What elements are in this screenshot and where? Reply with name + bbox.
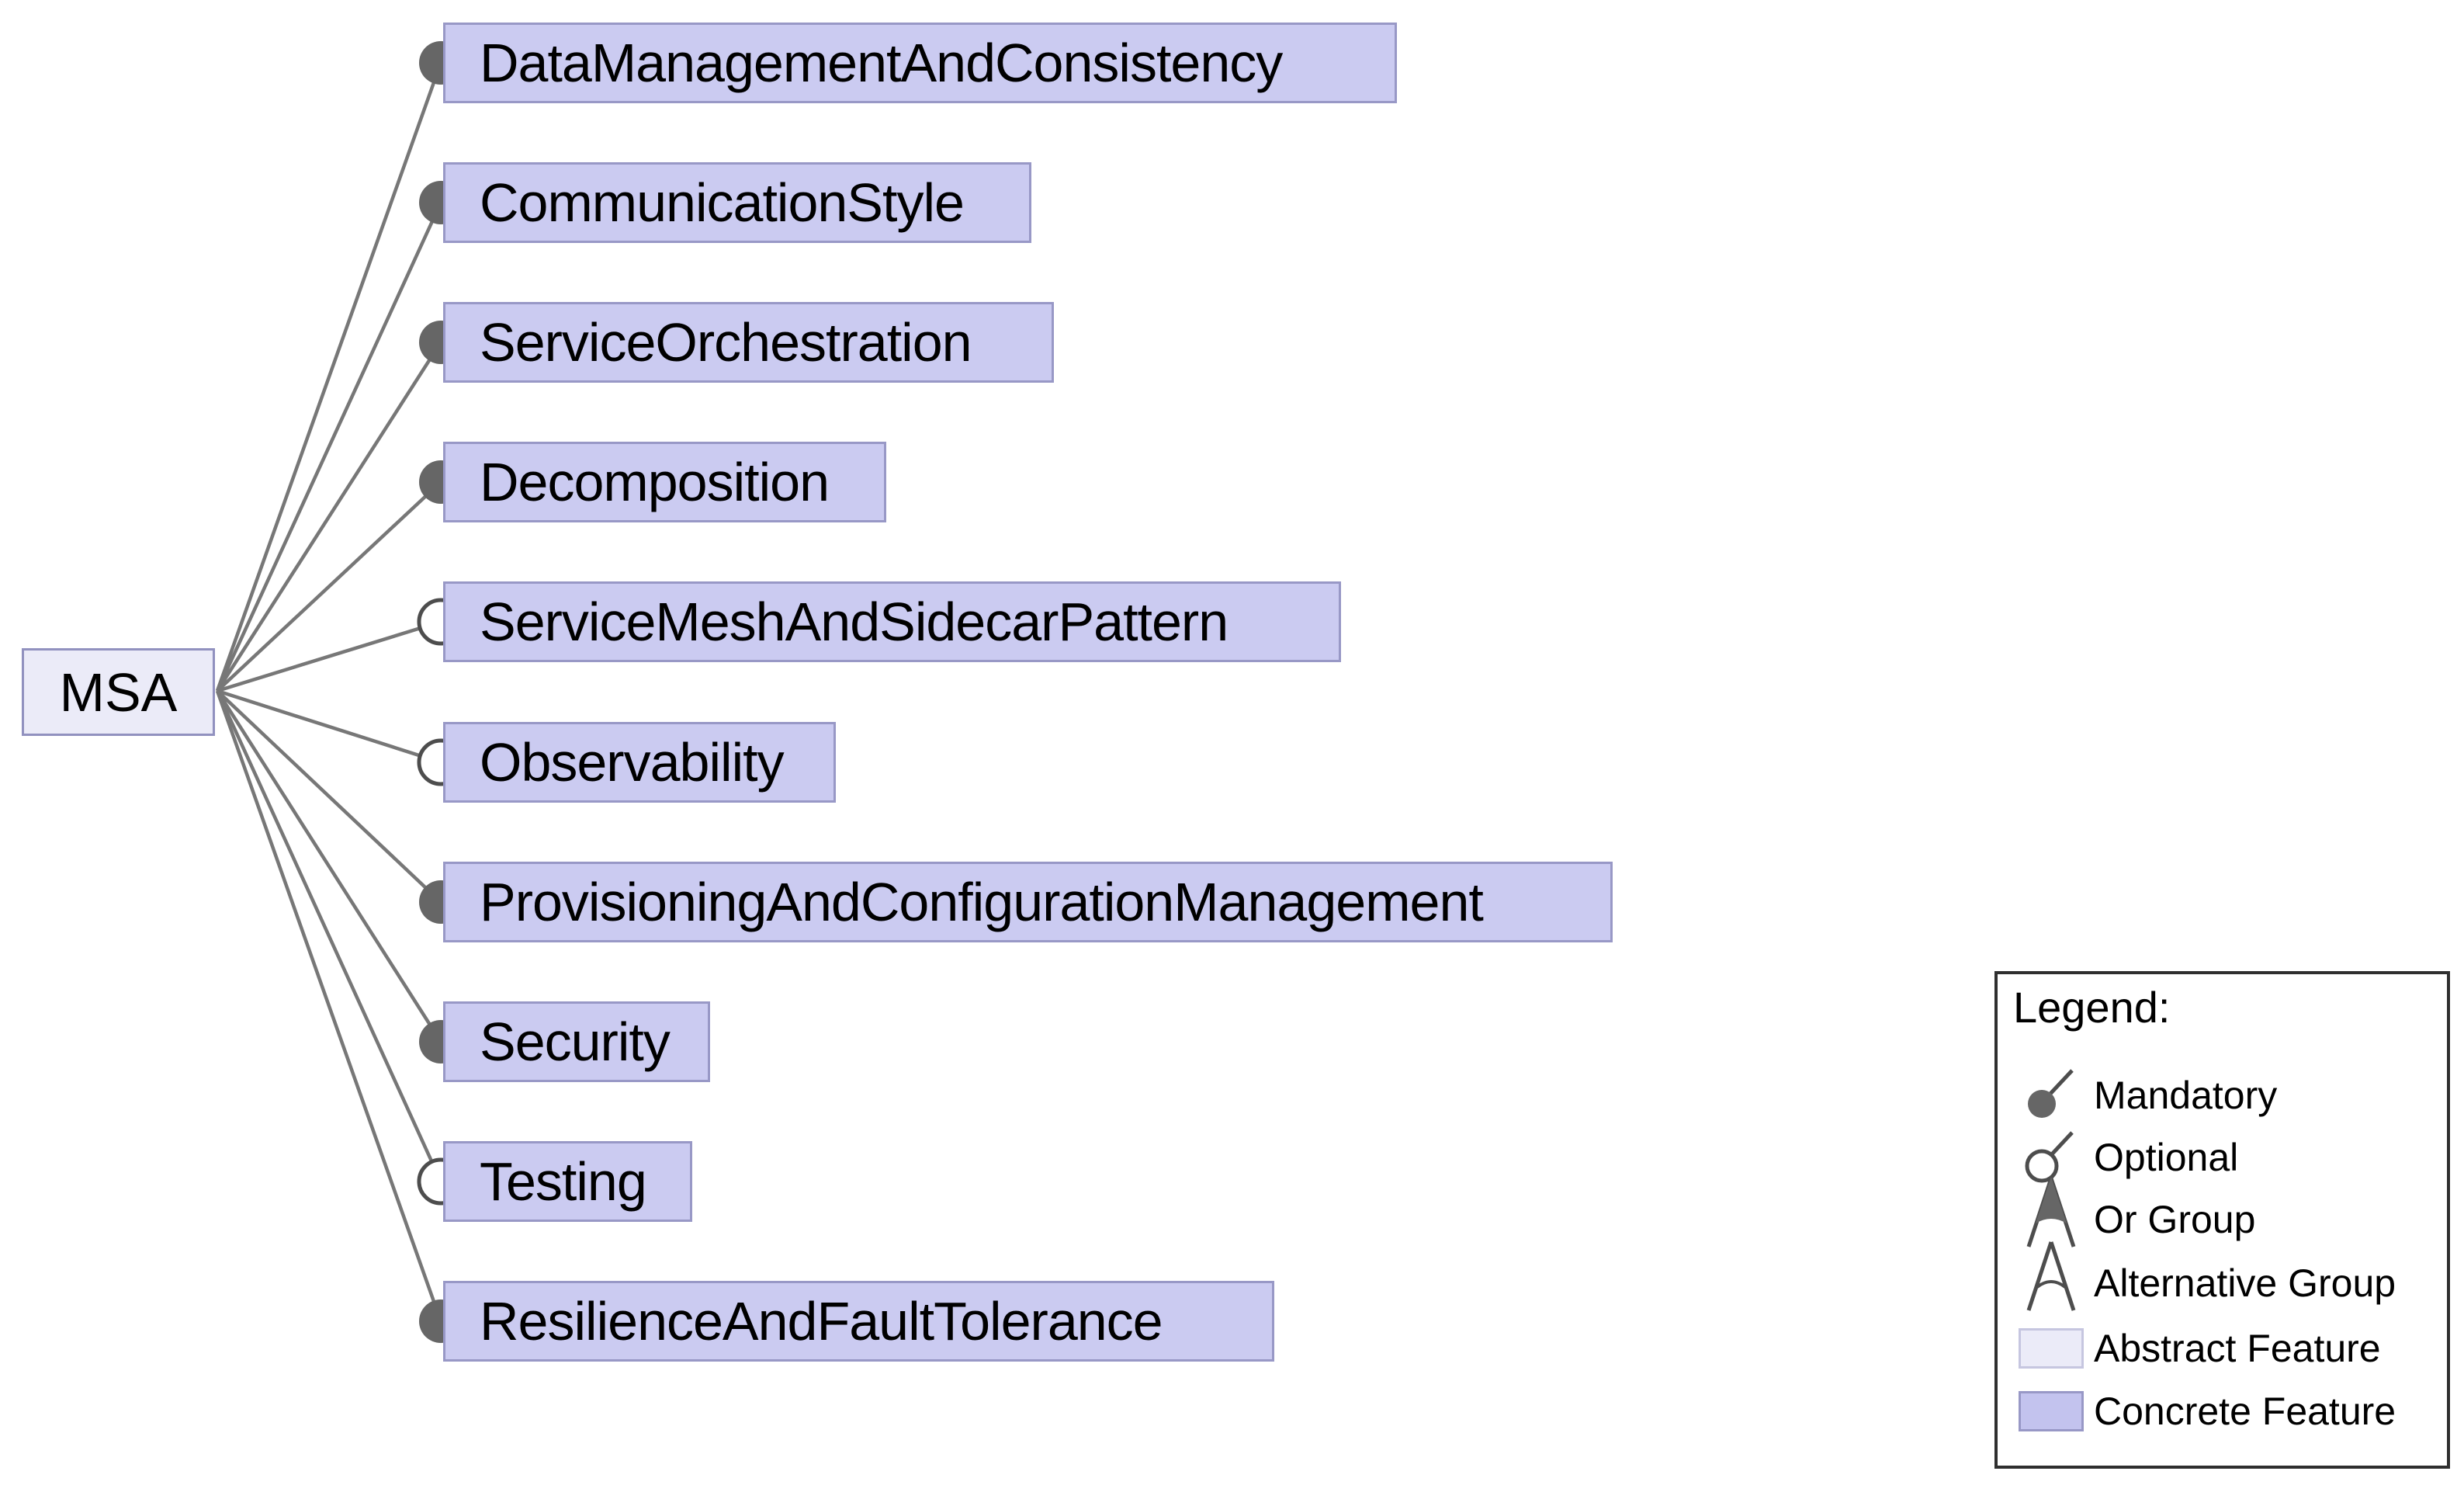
legend-item-label: Abstract Feature bbox=[2094, 1327, 2381, 1370]
concrete-feature-swatch bbox=[2008, 1391, 2094, 1431]
feature-node[interactable]: Observability bbox=[443, 722, 836, 803]
connector-line bbox=[216, 689, 442, 904]
legend-item-label: Or Group bbox=[2094, 1198, 2256, 1241]
legend-item: Concrete Feature bbox=[2008, 1380, 2396, 1442]
connector-line bbox=[217, 689, 442, 765]
feature-node[interactable]: Decomposition bbox=[443, 442, 886, 522]
legend-item: Alternative Group bbox=[2008, 1241, 2396, 1317]
feature-node[interactable]: Security bbox=[443, 1001, 710, 1082]
feature-node[interactable]: CommunicationStyle bbox=[443, 162, 1031, 243]
legend-item: Abstract Feature bbox=[2008, 1317, 2381, 1379]
connector-line bbox=[215, 202, 443, 692]
feature-node[interactable]: ProvisioningAndConfigurationManagement bbox=[443, 862, 1613, 942]
legend-item-label: Concrete Feature bbox=[2094, 1390, 2396, 1433]
optional-icon bbox=[2008, 1126, 2094, 1188]
feature-node[interactable]: DataManagementAndConsistency bbox=[443, 23, 1397, 103]
feature-node-root[interactable]: MSA bbox=[22, 648, 215, 736]
or-group-icon bbox=[2008, 1177, 2094, 1253]
legend-item-label: Alternative Group bbox=[2094, 1261, 2396, 1305]
feature-node[interactable]: Testing bbox=[443, 1141, 692, 1222]
legend-item-label: Optional bbox=[2094, 1136, 2239, 1179]
legend-item-label: Mandatory bbox=[2094, 1074, 2278, 1117]
legend-item: Or Group bbox=[2008, 1177, 2256, 1253]
connector-line bbox=[216, 481, 442, 692]
alternative-group-icon bbox=[2008, 1241, 2094, 1317]
mandatory-icon bbox=[2008, 1064, 2094, 1126]
legend-item: Optional bbox=[2008, 1126, 2238, 1188]
connector-line bbox=[216, 341, 442, 692]
connector-line bbox=[217, 619, 442, 693]
connector-line bbox=[215, 690, 443, 1182]
feature-node[interactable]: ResilienceAndFaultTolerance bbox=[443, 1281, 1274, 1362]
abstract-feature-swatch bbox=[2008, 1328, 2094, 1369]
legend-title: Legend: bbox=[2013, 983, 2171, 1032]
feature-node[interactable]: ServiceMeshAndSidecarPattern bbox=[443, 581, 1341, 662]
connector-line bbox=[215, 690, 443, 1322]
legend-item: Mandatory bbox=[2008, 1064, 2277, 1126]
connector-line bbox=[215, 62, 443, 692]
feature-node[interactable]: ServiceOrchestration bbox=[443, 302, 1054, 383]
connector-line bbox=[216, 689, 442, 1043]
